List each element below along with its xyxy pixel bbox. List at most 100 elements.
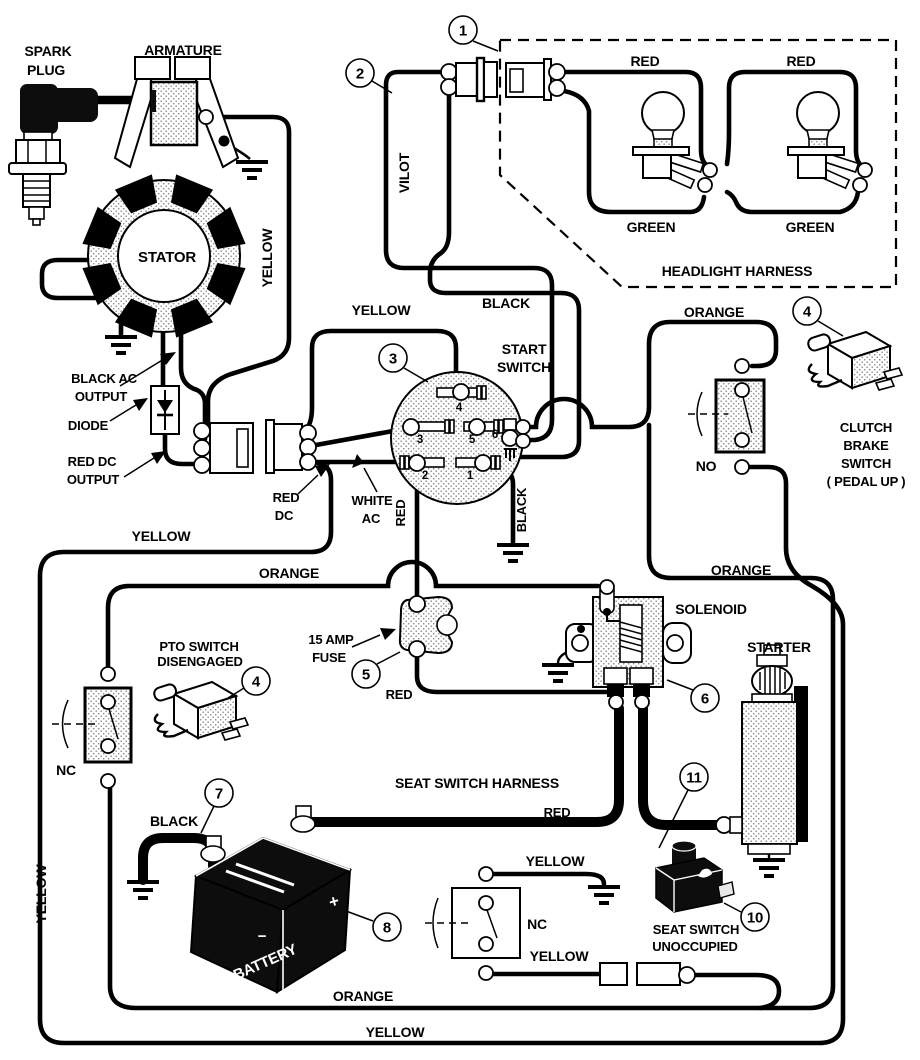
label-yellow-armature: YELLOW — [259, 228, 275, 288]
label-red-dc-output: OUTPUT — [67, 472, 120, 487]
label-yellow-mid: YELLOW — [132, 528, 192, 544]
label-switch: SWITCH — [497, 359, 551, 375]
label-stator: STATOR — [138, 249, 196, 266]
callout-11-number: 11 — [686, 770, 701, 787]
headlight-harness-box — [498, 38, 898, 289]
label-yellow-switch: YELLOW — [352, 302, 412, 318]
label-yellow-left: YELLOW — [33, 864, 49, 924]
orange-bottom-wire — [107, 422, 836, 1011]
label-armature: ARMATURE — [144, 42, 221, 58]
callout-5: 5 — [351, 659, 381, 689]
label-yellow-seat-bottom: YELLOW — [530, 948, 590, 964]
connector-a — [193, 422, 254, 474]
pin-6: 6 — [492, 429, 498, 441]
yellow-loop-wire — [37, 460, 846, 1046]
solenoid — [565, 579, 692, 710]
seat-switch-unoccupied — [655, 840, 735, 913]
yellow-seat-ground-wire — [490, 871, 607, 887]
pin-4: 4 — [456, 402, 463, 414]
black-wire-top — [427, 93, 582, 460]
callout-3: 3 — [378, 343, 408, 373]
label-black-vertical: BLACK — [514, 487, 529, 532]
callout-5-number: 5 — [362, 667, 370, 684]
callout-4c-number: 4 — [803, 304, 812, 321]
pin-5: 5 — [469, 434, 476, 446]
label-red-dc: RED DC — [68, 454, 117, 469]
label-nc-seat: NC — [527, 916, 547, 932]
label-orange-bottom: ORANGE — [333, 988, 393, 1004]
label-minus: − — [258, 928, 267, 945]
label-15amp: 15 AMP — [308, 632, 354, 647]
label-vilot: VILOT — [396, 152, 412, 193]
callout-4p-number: 4 — [252, 674, 261, 691]
seat-return-wire — [691, 972, 782, 1011]
label-fuse: FUSE — [312, 650, 346, 665]
pto-switch — [151, 680, 250, 742]
headlight2-green-wire — [724, 189, 861, 215]
label-orange-mid: ORANGE — [259, 565, 319, 581]
seat-nc-switch — [425, 866, 521, 981]
headlight1-green-wire — [561, 88, 707, 215]
callout-2: 2 — [345, 58, 375, 88]
pto-nc-switch — [52, 666, 133, 789]
label-black-ac: BLACK AC — [71, 371, 138, 386]
callout-10-number: 10 — [747, 910, 763, 927]
label-start: START — [502, 341, 547, 357]
starter-cable — [638, 703, 721, 830]
label-dc-small: DC — [275, 508, 294, 523]
callout-4-clutch: 4 — [792, 296, 822, 326]
label-headlight-harness: HEADLIGHT HARNESS — [662, 263, 813, 279]
battery — [189, 805, 353, 994]
callout-7-number: 7 — [215, 786, 223, 803]
callout-7: 7 — [204, 778, 234, 808]
callout-8-number: 8 — [383, 920, 391, 937]
start-switch — [390, 371, 531, 505]
armature — [113, 56, 240, 169]
label-black-ac-output: OUTPUT — [75, 389, 128, 404]
label-white: WHITE — [352, 493, 393, 508]
label-brake: BRAKE — [843, 438, 889, 453]
callout-4-pto: 4 — [241, 666, 271, 696]
label-nc-pto: NC — [56, 762, 76, 778]
headlight2-red-wire — [724, 69, 865, 169]
label-solenoid: SOLENOID — [675, 601, 747, 617]
callout-6: 6 — [690, 683, 720, 713]
label-black-switch: BLACK — [482, 295, 530, 311]
label-plug: PLUG — [27, 62, 65, 78]
harness-connector — [440, 56, 566, 103]
label-spark: SPARK — [25, 43, 72, 59]
callout-8: 8 — [372, 912, 402, 942]
label-red-vertical: RED — [393, 500, 408, 527]
orange-clutch-wire — [482, 319, 779, 430]
spark-plug — [8, 84, 98, 226]
label-orange-clutch: ORANGE — [684, 304, 744, 320]
label-seat-switch-harness: SEAT SWITCH HARNESS — [395, 775, 559, 791]
label-red-seat: RED — [544, 805, 571, 820]
label-ac: AC — [362, 511, 381, 526]
pin-3: 3 — [417, 434, 423, 446]
headlight1-red-wire — [563, 69, 711, 169]
label-red-headlight1: RED — [631, 53, 660, 69]
label-orange-right: ORANGE — [711, 562, 771, 578]
label-starter: STARTER — [747, 639, 811, 655]
label-unoccupied: UNOCCUPIED — [652, 939, 737, 954]
label-seat-switch: SEAT SWITCH — [653, 922, 739, 937]
headlight-bulb-2 — [787, 91, 873, 193]
connector-b — [265, 419, 317, 474]
headlight-bulb-1 — [632, 91, 718, 193]
label-red-small: RED — [273, 490, 300, 505]
label-green-headlight2: GREEN — [786, 219, 835, 235]
white-ac-wire — [313, 426, 407, 448]
label-disengaged: DISENGAGED — [157, 654, 242, 669]
yellow-armature-wire — [205, 114, 292, 426]
clutch-brake-switch — [805, 330, 904, 392]
label-pedal-up: ( PEDAL UP ) — [827, 474, 906, 489]
callout-3-number: 3 — [389, 351, 397, 368]
callout-badges: 1 2 3 4 4 5 6 7 8 10 11 — [204, 15, 822, 942]
label-diode: DIODE — [68, 418, 109, 433]
clutch-brake-no-switch — [688, 358, 766, 475]
battery-positive-cable — [305, 703, 624, 827]
pin-2: 2 — [422, 470, 428, 482]
